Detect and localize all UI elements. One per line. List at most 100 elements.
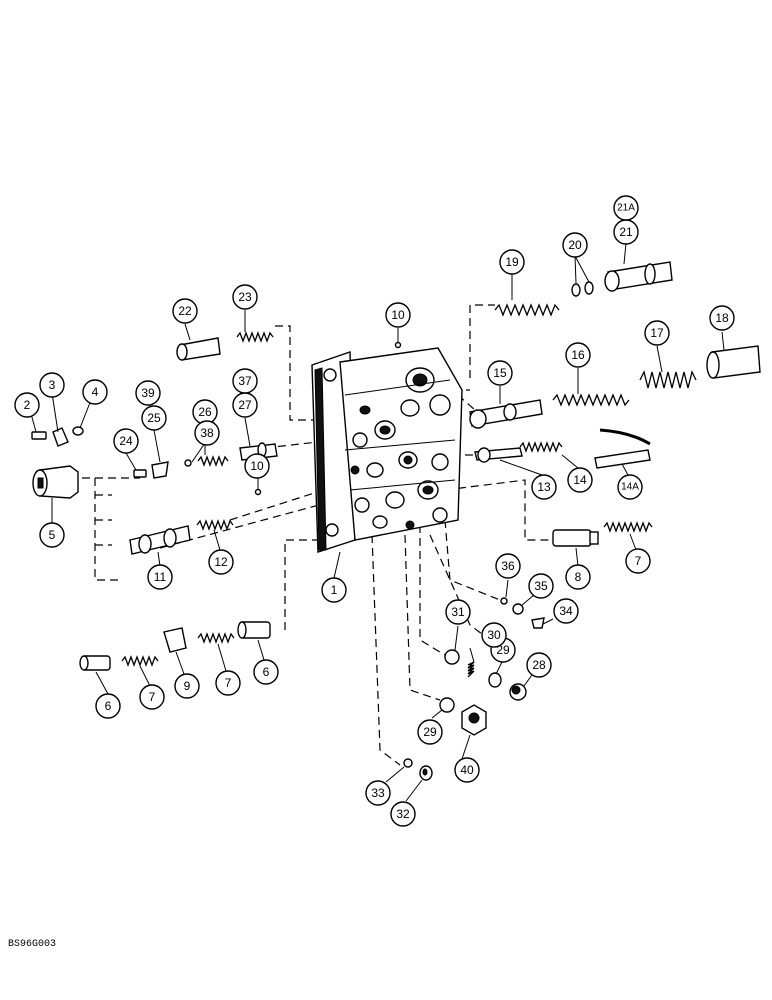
callout-7-right: 7 <box>625 548 651 574</box>
callout-21: 21 <box>613 219 639 245</box>
svg-text:3: 3 <box>49 378 56 392</box>
nut-40 <box>461 704 487 736</box>
svg-text:14A: 14A <box>621 482 639 493</box>
pin-14a <box>594 428 651 469</box>
svg-text:29: 29 <box>496 643 510 657</box>
callout-2: 2 <box>14 392 40 418</box>
svg-text:33: 33 <box>371 786 385 800</box>
svg-text:32: 32 <box>396 807 410 821</box>
svg-text:8: 8 <box>575 570 582 584</box>
callout-9: 9 <box>174 673 200 699</box>
spring-23 <box>236 331 274 343</box>
screw-2 <box>31 431 47 440</box>
callout-38: 38 <box>194 420 220 446</box>
svg-text:20: 20 <box>568 238 582 252</box>
spring-12 <box>196 519 234 531</box>
svg-text:23: 23 <box>238 290 252 304</box>
svg-text:5: 5 <box>49 528 56 542</box>
callout-29-left: 29 <box>417 719 443 745</box>
callout-35: 35 <box>528 573 554 599</box>
svg-text:30: 30 <box>487 628 501 642</box>
callout-34: 34 <box>553 598 579 624</box>
svg-text:31: 31 <box>451 605 465 619</box>
callout-25: 25 <box>141 405 167 431</box>
seal-29-right <box>488 672 502 688</box>
ball-38 <box>184 459 192 467</box>
callout-6-left: 6 <box>95 693 121 719</box>
svg-text:36: 36 <box>501 559 515 573</box>
callout-17: 17 <box>644 320 670 346</box>
svg-text:37: 37 <box>238 374 252 388</box>
spring-19 <box>494 303 560 317</box>
svg-text:28: 28 <box>532 658 546 672</box>
callout-15: 15 <box>487 360 513 386</box>
svg-text:21: 21 <box>619 225 633 239</box>
callout-14: 14 <box>567 467 593 493</box>
callout-30: 30 <box>481 622 507 648</box>
piston-21 <box>604 261 673 292</box>
plug-22 <box>176 337 221 361</box>
callout-4: 4 <box>82 379 108 405</box>
callout-27: 27 <box>232 392 258 418</box>
rings-20 <box>571 281 594 297</box>
svg-text:27: 27 <box>238 398 252 412</box>
plug-28 <box>509 683 527 701</box>
svg-text:35: 35 <box>534 579 548 593</box>
callout-22: 22 <box>172 298 198 324</box>
callout-24: 24 <box>113 428 139 454</box>
svg-text:6: 6 <box>105 699 112 713</box>
callout-21a: 21A <box>613 195 639 221</box>
callout-13: 13 <box>531 474 557 500</box>
callout-16: 16 <box>565 342 591 368</box>
callout-40: 40 <box>454 757 480 783</box>
svg-text:40: 40 <box>460 763 474 777</box>
svg-text:7: 7 <box>635 554 642 568</box>
ball-31 <box>444 649 460 665</box>
callout-33: 33 <box>365 780 391 806</box>
plate-9 <box>163 627 187 653</box>
svg-text:7: 7 <box>149 690 156 704</box>
callout-10-top: 10 <box>385 302 411 328</box>
ball-36 <box>500 597 508 605</box>
bracket-25 <box>151 461 169 479</box>
spring-16 <box>552 393 630 407</box>
callout-36: 36 <box>495 553 521 579</box>
callout-7-left: 7 <box>139 684 165 710</box>
callout-12: 12 <box>208 549 234 575</box>
spring-7-left <box>121 655 159 667</box>
callout-23: 23 <box>232 284 258 310</box>
spool-11 <box>129 525 191 555</box>
callout-10-mid: 10 <box>244 453 270 479</box>
callout-3: 3 <box>39 372 65 398</box>
svg-text:12: 12 <box>214 555 228 569</box>
spring-14 <box>519 441 563 453</box>
washer-4 <box>72 426 84 436</box>
leader-lines <box>29 242 725 802</box>
plug-6-mid <box>237 621 271 639</box>
callout-26: 26 <box>192 399 218 425</box>
spring-17 <box>639 370 697 389</box>
spring-26 <box>197 455 229 467</box>
plug-8 <box>552 529 599 547</box>
spring-30 <box>467 661 475 678</box>
svg-text:26: 26 <box>198 405 212 419</box>
svg-text:39: 39 <box>141 386 155 400</box>
callout-28: 28 <box>526 652 552 678</box>
svg-text:7: 7 <box>225 676 232 690</box>
svg-text:19: 19 <box>505 255 519 269</box>
svg-text:9: 9 <box>184 679 191 693</box>
valve-body <box>311 347 463 553</box>
seal-29-left <box>439 697 455 713</box>
svg-text:29: 29 <box>423 725 437 739</box>
svg-text:22: 22 <box>178 304 192 318</box>
callout-19: 19 <box>499 249 525 275</box>
screw-34 <box>531 617 545 629</box>
valve-13 <box>474 447 523 463</box>
svg-text:17: 17 <box>650 326 664 340</box>
callouts: 1 2 3 4 5 6 6 7 7 7 8 9 10 10 11 12 13 1… <box>14 195 735 827</box>
callout-20: 20 <box>562 232 588 258</box>
callout-37: 37 <box>232 368 258 394</box>
parts <box>31 261 761 781</box>
